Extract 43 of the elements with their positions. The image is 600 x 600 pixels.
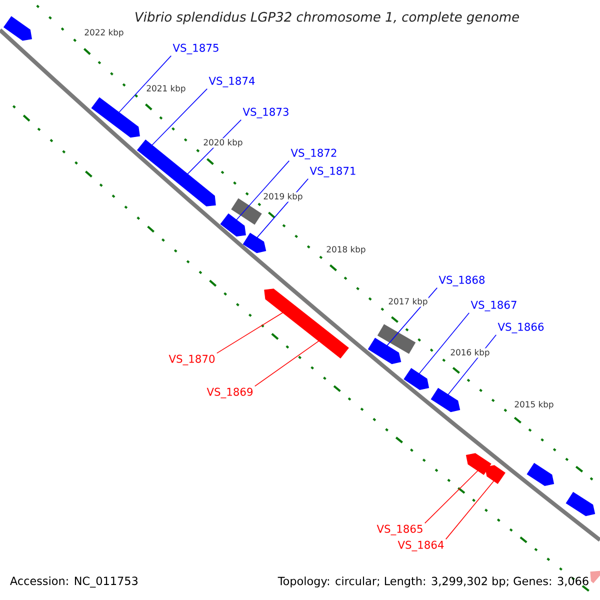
gene-block [590, 570, 600, 584]
gene-block [242, 232, 266, 254]
leader-line [118, 55, 172, 114]
scale-label: 2015 kbp [514, 400, 554, 410]
leader-line [424, 470, 479, 524]
leader-line [235, 160, 290, 221]
leader-line [445, 480, 495, 540]
scale-label: 2017 kbp [388, 297, 428, 307]
gene-label: VS_1874 [208, 76, 255, 88]
gene-label: VS_1872 [290, 148, 336, 160]
leader-line [216, 312, 284, 354]
leader-line [150, 88, 208, 146]
gene-label: VS_1866 [498, 322, 544, 334]
leader-line [418, 312, 470, 375]
title: Vibrio splendidus LGP32 chromosome 1, complete genome [135, 12, 519, 24]
gene-block [526, 462, 554, 486]
gene-block [91, 97, 140, 138]
scale-label: 2021 kbp [146, 84, 186, 94]
gene-block [466, 453, 492, 476]
gene-block [264, 288, 349, 359]
leader-line [254, 340, 320, 387]
scale-label: 2020 kbp [202, 138, 244, 148]
gene-label: VS_1867 [470, 300, 516, 312]
gene-label: VS_1875 [172, 44, 218, 54]
scale-label: 2018 kbp [326, 245, 366, 255]
scale-label: 2019 kbp [262, 192, 304, 202]
gene-block [231, 198, 262, 225]
gene-label: VS_1870 [168, 354, 215, 366]
accession-text: Accession: NC_011753 [10, 576, 138, 588]
gene-label: VS_1869 [206, 388, 253, 398]
gene-block [220, 213, 246, 237]
scale-label: 2016 kbp [450, 348, 490, 358]
gene-block [566, 492, 596, 516]
gene-block [430, 388, 460, 412]
gene-label: VS_1871 [310, 166, 356, 178]
gene-label: VS_1865 [376, 524, 422, 536]
gene-label: VS_1864 [398, 540, 444, 552]
gene-label: VS_1873 [242, 108, 288, 118]
topology-text: Topology: circular; Length: 3,299,302 bp; Genes: 3,066 [278, 576, 588, 588]
gene-label: VS_1868 [438, 276, 485, 286]
gene-block [404, 368, 430, 390]
gene-block [368, 338, 402, 364]
scale-label: 2022 kbp [84, 28, 124, 38]
